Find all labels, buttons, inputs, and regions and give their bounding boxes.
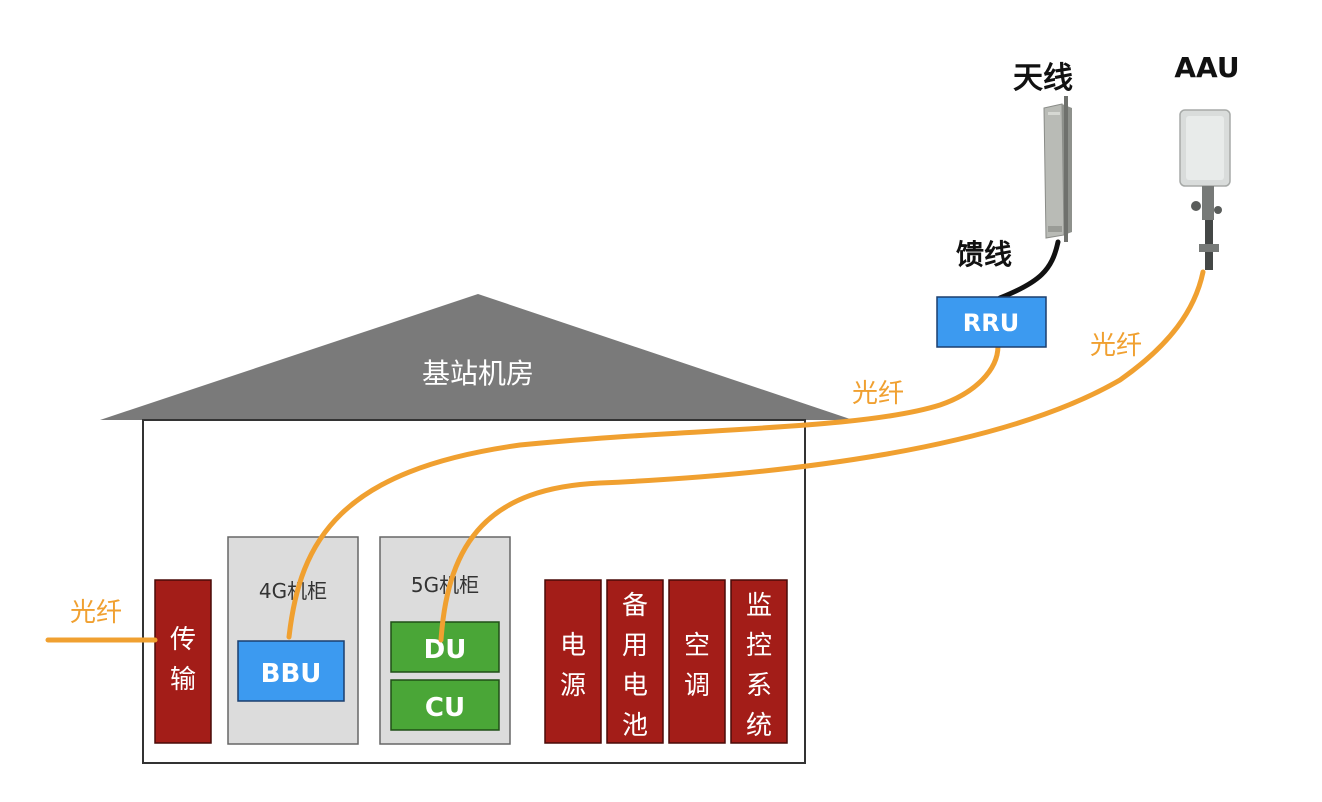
antenna-label: 天线 xyxy=(1013,61,1073,96)
bbu-label: BBU xyxy=(261,659,322,689)
transport-box xyxy=(154,579,212,744)
cabinet-5g-label: 5G机柜 xyxy=(411,573,479,597)
du-box xyxy=(390,621,500,673)
monitor-box xyxy=(730,579,788,744)
fiber-line-du-aau xyxy=(438,269,1206,643)
feeder-cable xyxy=(997,239,1061,301)
rru-label: RRU xyxy=(963,309,1019,337)
cu-label: CU xyxy=(425,693,465,723)
aircon-char-1: 空 xyxy=(684,631,710,661)
backup-battery-box xyxy=(606,579,664,744)
bbu-box xyxy=(237,640,345,702)
aau-icon xyxy=(1179,109,1231,270)
antenna-icon xyxy=(1043,96,1072,242)
du-label: DU xyxy=(424,635,467,665)
aircon-char-2: 调 xyxy=(684,671,710,701)
fiber-line-bbu-rru xyxy=(286,343,1001,640)
power-char-2: 源 xyxy=(560,671,586,701)
feeder-label: 馈线 xyxy=(956,238,1012,271)
monitor-char-3: 系 xyxy=(746,671,772,701)
transport-char-2: 输 xyxy=(170,665,196,695)
fiber-label-rru: 光纤 xyxy=(852,379,904,409)
cu-box xyxy=(390,679,500,731)
rru-box xyxy=(936,296,1047,348)
aau-label: AAU xyxy=(1174,51,1239,84)
battery-char-3: 电 xyxy=(622,671,648,701)
battery-char-4: 池 xyxy=(622,711,648,741)
power-char-1: 电 xyxy=(560,631,586,661)
battery-char-1: 备 xyxy=(622,591,648,621)
fiber-label-aau: 光纤 xyxy=(1090,331,1142,361)
power-box xyxy=(544,579,602,744)
monitor-char-1: 监 xyxy=(746,591,772,621)
house-title: 基站机房 xyxy=(422,357,534,390)
battery-char-2: 用 xyxy=(622,631,648,661)
house-roof xyxy=(100,294,853,420)
transport-char-1: 传 xyxy=(170,625,196,655)
monitor-char-2: 控 xyxy=(746,631,772,661)
monitor-char-4: 统 xyxy=(746,711,772,741)
aircon-box xyxy=(668,579,726,744)
fiber-label-left: 光纤 xyxy=(70,598,122,628)
